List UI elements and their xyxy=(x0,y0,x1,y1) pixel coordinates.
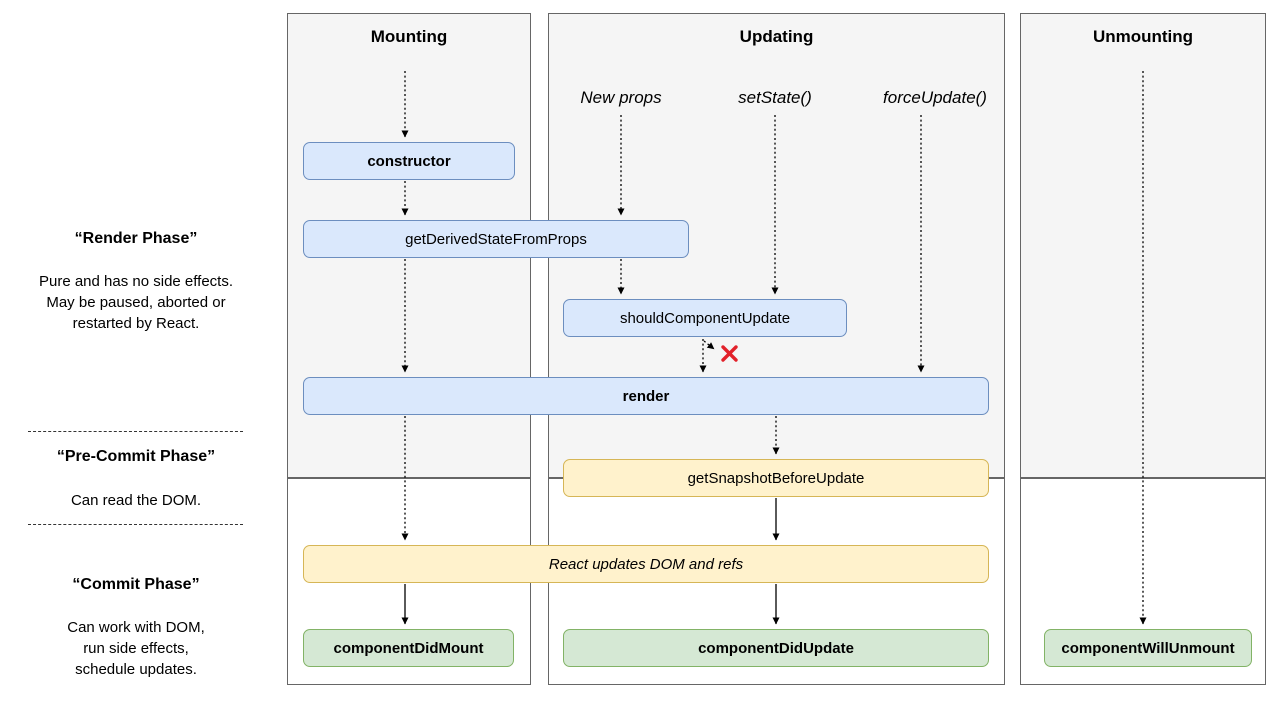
phase-description-line: Can read the DOM. xyxy=(70,492,202,509)
node-should-component-update[interactable]: shouldComponentUpdate xyxy=(563,299,847,337)
node-component-did-mount[interactable]: componentDidMount xyxy=(303,629,514,667)
updating-column-header: Updating xyxy=(739,27,814,46)
node-get-snapshot-before-update[interactable]: getSnapshotBeforeUpdate xyxy=(563,459,989,497)
phase-description-line: Can work with DOM, xyxy=(67,619,205,636)
render-phase-title: “Render Phase” xyxy=(74,230,198,247)
phase-description-line: schedule updates. xyxy=(75,661,197,678)
trigger-set-state: setState() xyxy=(738,88,812,107)
node-react-updates-dom: React updates DOM and refs xyxy=(303,545,989,583)
phase-divider xyxy=(28,431,243,432)
unmounting-column-header: Unmounting xyxy=(1092,27,1194,46)
phase-description-line: May be paused, aborted or xyxy=(46,294,226,311)
node-render[interactable]: render xyxy=(303,377,989,415)
commit-phase-title: “Commit Phase” xyxy=(72,576,200,593)
trigger-new-props: New props xyxy=(580,88,662,107)
phase-description-line: Pure and has no side effects. xyxy=(38,273,234,290)
node-component-did-update[interactable]: componentDidUpdate xyxy=(563,629,989,667)
node-component-will-unmount[interactable]: componentWillUnmount xyxy=(1044,629,1252,667)
mounting-column-header: Mounting xyxy=(370,27,448,46)
pre-commit-phase-title: “Pre-Commit Phase” xyxy=(56,448,216,465)
phase-description-line: run side effects, xyxy=(83,640,189,657)
phase-description-line: restarted by React. xyxy=(72,315,200,332)
unmounting-panel-render-section xyxy=(1020,13,1266,478)
commit-phase-description: Can work with DOM, run side effects, sch… xyxy=(6,617,266,680)
pre-commit-phase-description: Can read the DOM. xyxy=(6,490,266,511)
node-constructor[interactable]: constructor xyxy=(303,142,515,180)
node-get-derived-state-from-props[interactable]: getDerivedStateFromProps xyxy=(303,220,689,258)
trigger-force-update: forceUpdate() xyxy=(883,88,987,107)
phase-divider xyxy=(28,524,243,525)
render-phase-description: Pure and has no side effects. May be pau… xyxy=(6,271,266,334)
